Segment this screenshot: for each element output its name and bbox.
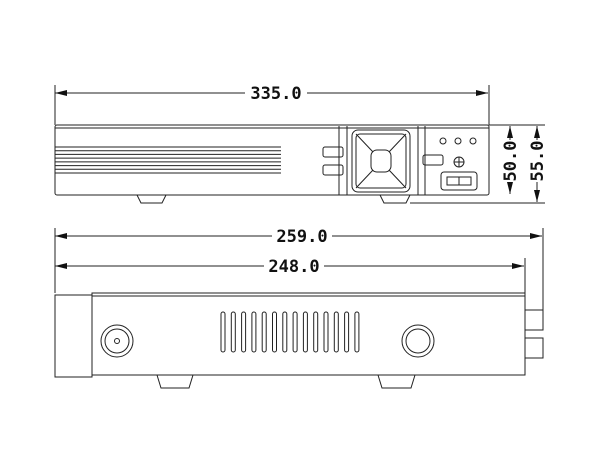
front-grille: [55, 146, 281, 174]
vent-slot: [313, 311, 319, 353]
rear-connector: [524, 309, 544, 331]
vent-slot: [261, 311, 267, 353]
vent-slot: [282, 311, 288, 353]
vent-slot: [344, 311, 350, 353]
side-button: [422, 154, 444, 166]
front-foot: [136, 194, 167, 204]
width-label: 335.0: [250, 84, 301, 104]
screw-boss: [100, 324, 134, 358]
front-body: [54, 124, 490, 196]
side-foot: [156, 374, 194, 389]
led-icon: [439, 137, 447, 145]
rear-connector: [524, 337, 544, 359]
side-view: [54, 228, 544, 389]
led-icon: [454, 137, 462, 145]
ir-sensor-icon: [453, 156, 465, 168]
vent-slot: [302, 311, 308, 353]
front-button-top: [322, 146, 344, 158]
front-view: [54, 85, 545, 204]
vent-slot: [251, 311, 257, 353]
vent-slot: [220, 311, 226, 353]
vent-slot: [272, 311, 277, 353]
vent-slot: [292, 311, 298, 353]
side-foot: [377, 374, 416, 389]
front-button-bottom: [322, 164, 344, 176]
led-icon: [469, 137, 477, 145]
vent-slot: [354, 311, 360, 353]
vent-slot: [230, 311, 236, 353]
body-depth-label: 248.0: [268, 257, 319, 277]
side-vents: [220, 311, 360, 353]
side-body: [91, 292, 526, 376]
power-button: [351, 129, 411, 193]
screw-boss: [401, 324, 435, 358]
vent-slot: [323, 311, 329, 353]
front-foot: [379, 194, 411, 204]
vent-slot: [333, 311, 339, 353]
front-panel-side: [54, 294, 93, 378]
total-depth-label: 259.0: [276, 227, 327, 247]
vent-slot: [241, 311, 247, 353]
usb-port-icon: [440, 171, 478, 191]
height-label: 50.0: [501, 141, 521, 182]
height-with-feet-label: 55.0: [528, 141, 548, 182]
